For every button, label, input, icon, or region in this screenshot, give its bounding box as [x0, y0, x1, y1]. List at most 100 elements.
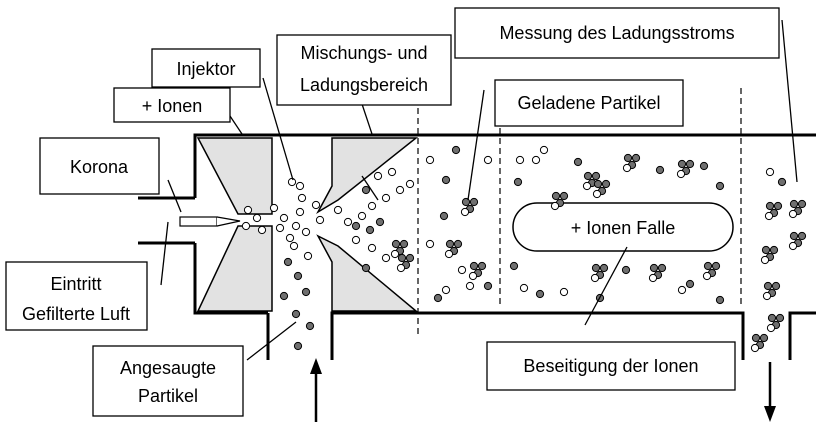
- cluster-1-b: [453, 239, 463, 249]
- label-eintritt-line1: Eintritt: [50, 274, 101, 294]
- particle-33: [289, 241, 299, 251]
- particle-18: [381, 193, 391, 203]
- needle-body: [179, 216, 218, 227]
- label-korona: Korona: [70, 157, 129, 177]
- cluster-6-a: [591, 263, 601, 273]
- particle-44: [451, 145, 461, 155]
- box-beseitigung: [486, 341, 736, 391]
- cluster-15-b: [771, 281, 781, 291]
- cluster-3-a: [391, 239, 401, 249]
- cluster-14-a: [761, 245, 771, 255]
- cluster-5-b: [591, 171, 601, 181]
- cluster-14-ion: [760, 255, 770, 265]
- cluster-17-a: [751, 333, 761, 343]
- particle-31: [305, 321, 315, 331]
- cluster-15-ion: [762, 291, 772, 301]
- cluster-11-a: [765, 201, 775, 211]
- housing: [138, 133, 816, 360]
- particle-66: [715, 181, 725, 191]
- particle-70: [765, 167, 775, 177]
- leader-mischung-inner: [361, 175, 379, 201]
- particle-17: [367, 201, 377, 211]
- cluster-5-a: [583, 171, 593, 181]
- cluster-8-ion: [676, 169, 686, 179]
- particle-22: [387, 167, 397, 177]
- particle-14: [333, 205, 343, 215]
- particle-63: [621, 265, 631, 275]
- label-beseitigung: Beseitigung der Ionen: [523, 356, 698, 376]
- cluster-3-b: [399, 239, 409, 249]
- particle-23: [351, 235, 361, 245]
- cluster-12-b: [797, 199, 807, 209]
- particle-69: [715, 295, 725, 305]
- particle-2: [241, 221, 251, 231]
- particle-54: [539, 145, 549, 155]
- cluster-12-ion: [788, 209, 798, 219]
- cluster-13-a: [789, 231, 799, 241]
- particle-37: [361, 185, 371, 195]
- cluster-12-a: [789, 199, 799, 209]
- label-texts: Korona + Ionen Injektor Mischungs- und L…: [22, 23, 735, 406]
- cluster-6-b: [599, 263, 609, 273]
- cluster-9-b: [711, 261, 721, 271]
- cluster-2-b: [477, 261, 487, 271]
- cluster-15-a: [763, 281, 773, 291]
- leader-angesaugte: [246, 321, 297, 361]
- particle-56: [513, 177, 523, 187]
- box-geladene: [494, 79, 684, 127]
- cluster-1-a: [445, 239, 455, 249]
- particle-67: [699, 161, 709, 171]
- cluster-8-a: [677, 159, 687, 169]
- particle-16: [357, 211, 367, 221]
- particle-38: [351, 221, 361, 231]
- cluster-18-a: [551, 191, 561, 201]
- cluster-1-ion: [444, 249, 454, 259]
- label-angesaugte-line1: Angesaugte: [120, 358, 216, 378]
- injector-block-upper-left: [196, 137, 273, 215]
- particle-32: [293, 341, 303, 351]
- particle-6: [275, 223, 285, 233]
- cluster-19-b: [601, 179, 611, 189]
- housing-bottom-wall-left: [193, 248, 268, 315]
- particle-45: [441, 175, 451, 185]
- label-mischung-line2: Ladungsbereich: [300, 75, 428, 95]
- particle-43: [483, 155, 493, 165]
- particle-24: [367, 243, 377, 253]
- particle-65: [685, 279, 695, 289]
- cluster-0-a: [461, 197, 471, 207]
- cluster-5-ion: [582, 181, 592, 191]
- cluster-8-b: [685, 159, 695, 169]
- leader-injektor: [262, 77, 294, 181]
- label-mischung-line1: Mischungs- und: [300, 43, 427, 63]
- cluster-10-ion: [648, 273, 658, 283]
- particle-30: [291, 309, 301, 319]
- particle-25: [381, 253, 391, 263]
- label-injektor: Injektor: [176, 59, 235, 79]
- label-boxes: [5, 7, 780, 417]
- box-messung: [454, 7, 780, 59]
- injector-block-lower-left: [196, 225, 273, 312]
- particle-57: [519, 283, 529, 293]
- particle-52: [483, 281, 493, 291]
- cluster-4-a: [397, 253, 407, 263]
- particle-34: [303, 251, 313, 261]
- cluster-4-b: [405, 253, 415, 263]
- box-eintritt: [5, 261, 148, 331]
- particle-49: [441, 285, 451, 295]
- particle-20: [405, 179, 415, 189]
- particle-10: [301, 227, 311, 237]
- cluster-19-a: [593, 179, 603, 189]
- cluster-10-a: [649, 263, 659, 273]
- particle-7: [295, 207, 305, 217]
- cluster-6-ion: [590, 273, 600, 283]
- ion-trap: + Ionen Falle: [512, 202, 734, 252]
- particle-41: [361, 263, 371, 273]
- cluster-18-b: [559, 191, 569, 201]
- particle-1: [252, 213, 262, 223]
- cluster-2-ion: [468, 271, 478, 281]
- particle-27: [293, 271, 303, 281]
- particle-51: [433, 293, 443, 303]
- particle-0: [243, 205, 253, 215]
- cluster-0-b: [469, 197, 479, 207]
